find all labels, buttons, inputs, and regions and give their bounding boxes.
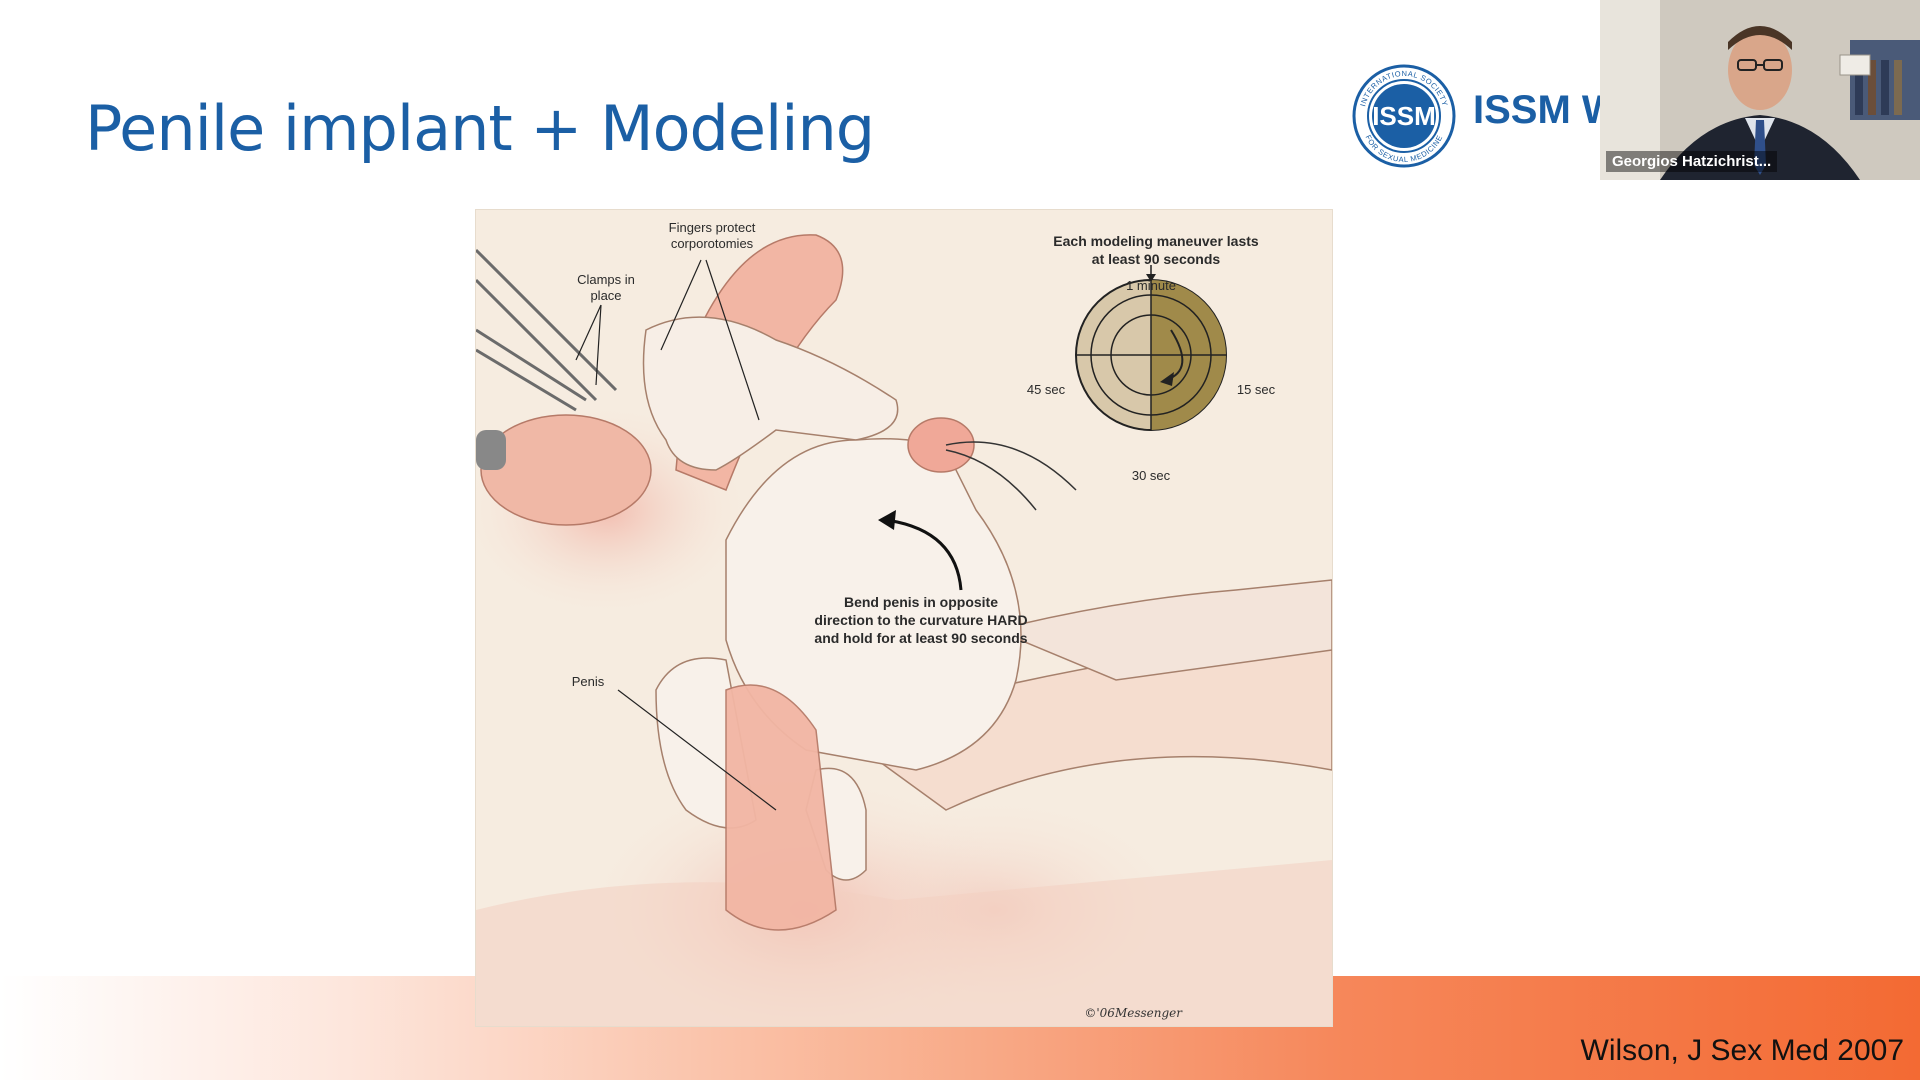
label-maneuver-duration: Each modeling maneuver lasts at least 90… [1053, 233, 1259, 267]
clock-label-30-sec: 30 sec [1131, 468, 1171, 483]
participant-video-feed [1600, 0, 1920, 180]
logo-center-text: ISSM [1372, 101, 1436, 131]
artist-signature: ©'06Messenger [1084, 1006, 1182, 1020]
citation-text: Wilson, J Sex Med 2007 [1580, 1034, 1904, 1067]
illustration-drawing [476, 234, 1332, 1026]
clock-label-1-minute: 1 minute [1126, 278, 1176, 293]
slide-title: Penile implant + Modeling [85, 92, 875, 165]
clock-label-15-sec: 15 sec [1236, 382, 1276, 397]
medical-illustration: Fingers protect corporotomies Clamps in … [476, 210, 1332, 1026]
issm-logo: INTERNATIONAL SOCIETY FOR SEXUAL MEDICIN… [1352, 64, 1456, 168]
logo-wordmark-text: ISSM W [1473, 88, 1600, 132]
participant-name-label: Georgios Hatzichrist... [1606, 151, 1778, 172]
timing-clock [1075, 265, 1227, 431]
label-clamps: Clamps in place [577, 272, 635, 303]
participant-video-tile[interactable]: Georgios Hatzichrist... [1600, 0, 1920, 180]
label-bend-instructions: Bend penis in opposite direction to the … [814, 594, 1028, 646]
clock-label-45-sec: 45 sec [1026, 382, 1066, 397]
label-fingers-protect: Fingers protect corporotomies [668, 220, 756, 251]
logo-wordmark: ISSM W [1473, 80, 1600, 140]
label-penis: Penis [571, 674, 605, 689]
